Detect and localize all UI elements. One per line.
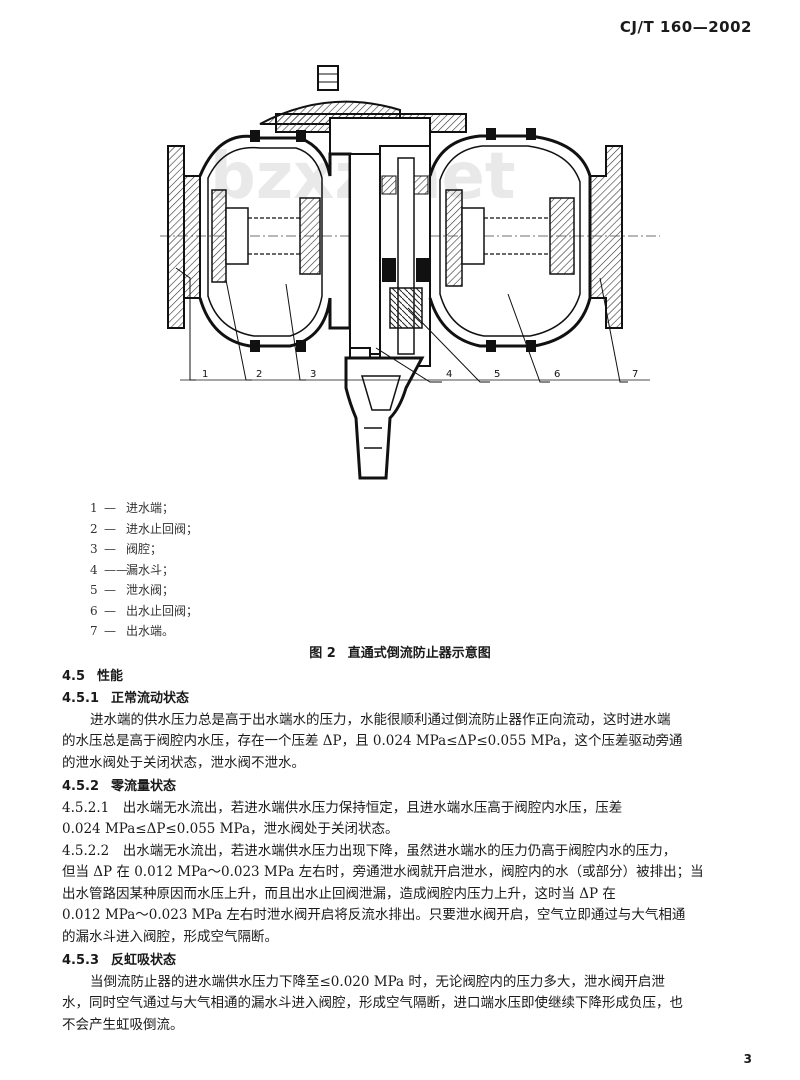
paragraph-line: 4.5.2.1 出水端无水流出，若进水端供水压力保持恒定，且进水端水压高于阀腔内…: [62, 799, 623, 816]
outlet-flange: [589, 145, 623, 329]
paragraph-line: 0.024 MPa≤ΔP≤0.055 MPa，泄水阀处于关闭状态。: [62, 821, 399, 837]
backflow-preventer-diagram: bzxz.net: [150, 58, 670, 498]
paragraph-line: 0.012 MPa～0.023 MPa 左右时泄水阀开启将反流水排出。只要泄水阀…: [62, 907, 686, 923]
figure-title: 直通式倒流防止器示意图: [347, 646, 491, 661]
paragraph-line: 当倒流防止器的进水端供水压力下降至≤0.020 MPa 时，无论阀腔内的压力多大…: [90, 973, 665, 990]
callout-1: 1: [202, 369, 208, 380]
inlet-flange: [167, 145, 201, 329]
drain-funnel: [344, 356, 425, 480]
legend-item: 5—泄水阀；: [90, 583, 175, 597]
callout-3: 3: [310, 369, 316, 380]
callout-7: 7: [632, 369, 638, 380]
paragraph-line: 进水端的供水压力总是高于出水端水的压力，水能很顺利通过倒流防止器作正向流动，这时…: [90, 711, 671, 728]
legend-item: 3—阀腔；: [90, 542, 163, 556]
callout-2: 2: [256, 369, 262, 380]
callout-6: 6: [554, 369, 560, 380]
legend-item: 4——漏水斗；: [90, 562, 175, 577]
paragraph-line: 不会产生虹吸倒流。: [62, 1016, 184, 1033]
legend-item: 1—进水端；: [90, 501, 175, 515]
figure-legend: 1—进水端； 2—进水止回阀； 3—阀腔； 4——漏水斗； 5—泄水阀； 6—出…: [90, 498, 390, 642]
callout-5: 5: [494, 369, 500, 380]
paragraph-line: 水，同时空气通过与大气相通的漏水斗进入阀腔，形成空气隔断，进口端水压即使继续下降…: [62, 995, 683, 1011]
paragraph-line: 的泄水阀处于关闭状态，泄水阀不泄水。: [62, 754, 305, 771]
callout-4: 4: [446, 369, 452, 380]
paragraph-line: 4.5.2.2 出水端无水流出，若进水端供水压力出现下降，虽然进水端水的压力仍高…: [62, 842, 677, 859]
paragraph-line: 的漏水斗进入阀腔，形成空气隔断。: [62, 928, 278, 945]
standard-code: CJ/T 160—2002: [619, 18, 752, 36]
legend-item: 6—出水止回阀；: [90, 603, 199, 618]
paragraph-line: 出水管路因某种原因而水压上升，而且出水止回阀泄漏，造成阀腔内压力上升，这时当 Δ…: [62, 885, 616, 902]
page-number: 3: [743, 1052, 752, 1066]
paragraph-line: 的水压总是高于阀腔内水压，存在一个压差 ΔP，且 0.024 MPa≤ΔP≤0.…: [62, 733, 683, 749]
figure-caption: 图 2 直通式倒流防止器示意图: [0, 642, 800, 661]
legend-item: 2—进水止回阀；: [90, 521, 199, 536]
legend-item: 7—出水端。: [90, 624, 175, 638]
paragraph-line: 但当 ΔP 在 0.012 MPa～0.023 MPa 左右时，旁通泄水阀就开启…: [62, 864, 704, 880]
inlet-check-valve-body: [198, 130, 352, 352]
relief-valve-assembly: [349, 145, 431, 367]
figure-number: 图 2: [309, 646, 336, 661]
